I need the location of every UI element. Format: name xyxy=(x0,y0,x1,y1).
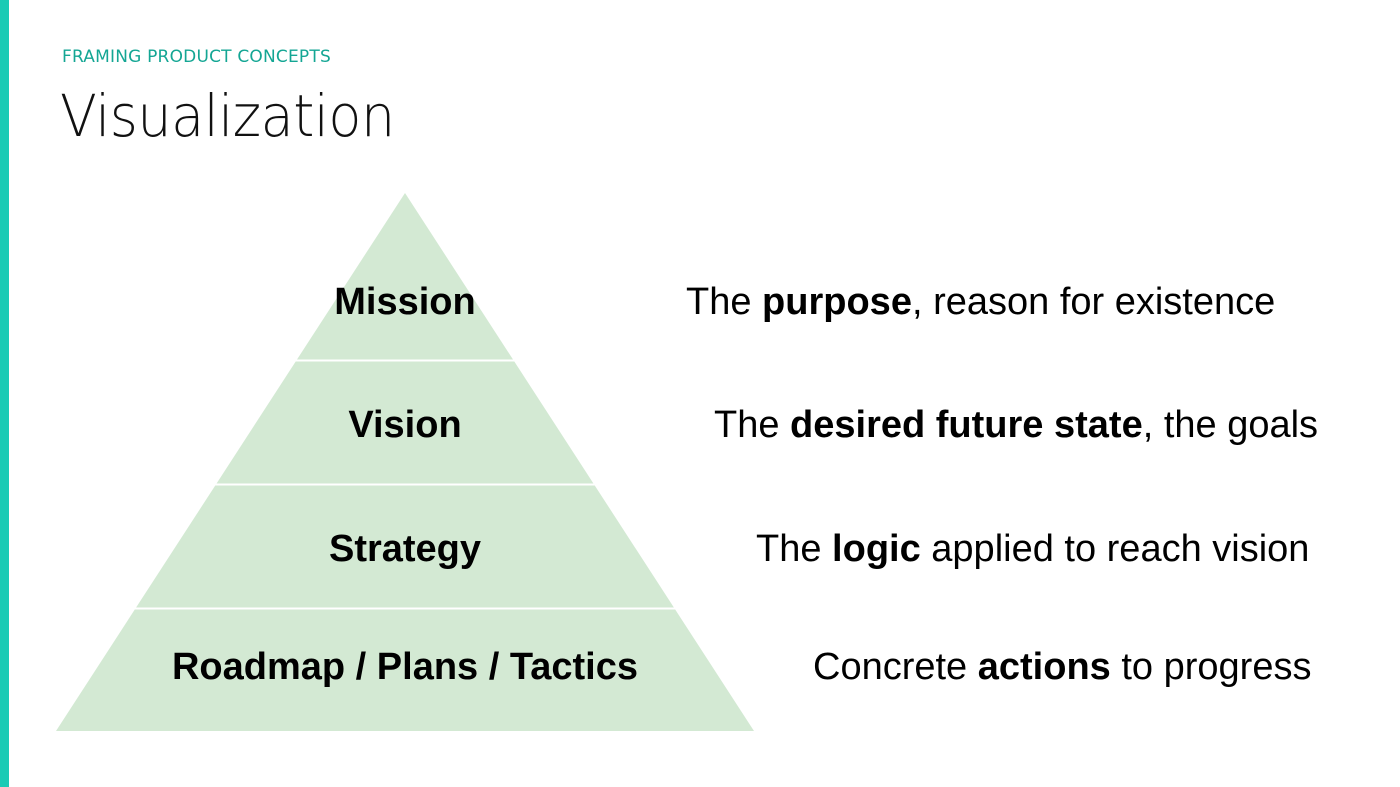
description-text: , reason for existence xyxy=(911,281,1276,323)
tier-description-strategy: The logic applied to reach vision xyxy=(756,530,1309,568)
description-text: applied to reach vision xyxy=(920,528,1310,570)
description-keyword: desired future state xyxy=(790,404,1143,446)
tier-label-vision: Vision xyxy=(348,404,462,446)
description-text: to progress xyxy=(1110,646,1312,688)
pyramid-shape xyxy=(56,193,754,731)
description-keyword: logic xyxy=(832,528,921,570)
tier-description-roadmap: Concrete actions to progress xyxy=(813,648,1311,686)
tier-description-mission: The purpose, reason for existence xyxy=(686,283,1275,321)
accent-bar xyxy=(0,0,9,787)
tier-label-mission: Mission xyxy=(334,281,476,323)
description-text: The xyxy=(756,528,833,570)
description-keyword: actions xyxy=(977,646,1111,688)
description-text: , the goals xyxy=(1142,404,1319,446)
tier-description-vision: The desired future state, the goals xyxy=(714,406,1318,444)
tier-label-strategy: Strategy xyxy=(328,528,482,570)
section-label: FRAMING PRODUCT CONCEPTS xyxy=(62,47,331,67)
tier-label-roadmap: Roadmap / Plans / Tactics xyxy=(171,646,639,688)
description-text: The xyxy=(714,404,791,446)
description-text: Concrete xyxy=(813,646,978,688)
slide-title: Visualization xyxy=(60,82,395,150)
description-text: The xyxy=(686,281,763,323)
description-keyword: purpose xyxy=(762,281,912,323)
